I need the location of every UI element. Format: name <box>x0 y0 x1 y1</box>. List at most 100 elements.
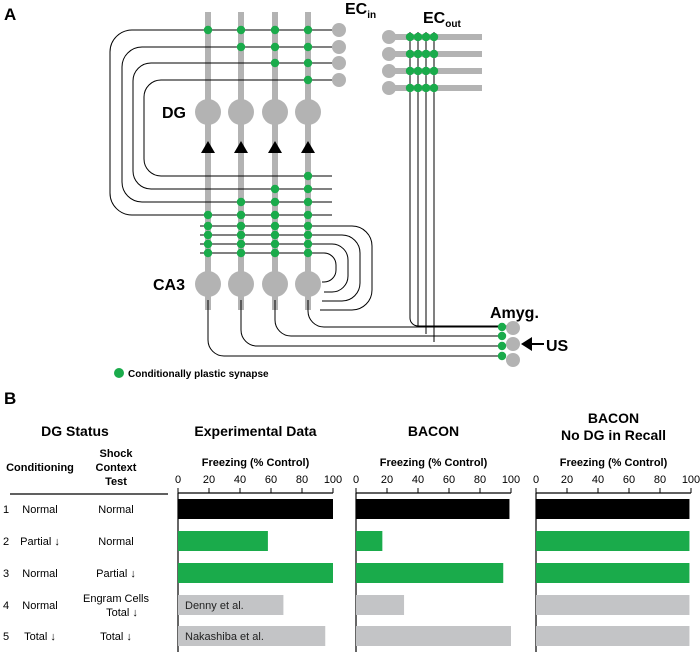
shock-header-line3: Test <box>105 476 127 488</box>
legend-synapse-icon <box>114 368 124 378</box>
row-conditioning: Total ↓ <box>24 631 56 643</box>
synapse-dot <box>270 210 280 220</box>
ec-out-cells <box>382 30 396 95</box>
amygdala-cells <box>506 321 520 367</box>
synapse-dot <box>429 32 439 42</box>
bar <box>356 626 511 646</box>
cell-columns <box>205 12 311 310</box>
row-number: 5 <box>3 631 9 643</box>
synapse-dot <box>405 49 415 59</box>
synapse-dot <box>405 66 415 76</box>
row-conditioning: Normal <box>22 568 57 580</box>
mossy-fiber-synapses <box>201 141 315 153</box>
ca3-cell <box>262 271 288 297</box>
synapse-dot <box>270 197 280 207</box>
ca3-recurrent-loops <box>200 225 373 311</box>
panel-b: B DG Status Conditioning Shock Context T… <box>3 389 700 652</box>
synapse-dot <box>236 221 246 231</box>
tick-label: 80 <box>474 474 486 486</box>
bar <box>536 626 690 646</box>
ca3-cells <box>195 271 321 297</box>
bar <box>356 563 504 583</box>
chart-xlabel: Freezing (% Control) <box>560 457 668 469</box>
ec-out-axons <box>390 34 482 91</box>
bar <box>178 595 284 615</box>
synapse-dot <box>203 221 213 231</box>
tick-label: 80 <box>296 474 308 486</box>
dg-cell <box>262 99 288 125</box>
synapse-dot <box>303 184 313 194</box>
ca3-cell <box>228 271 254 297</box>
ec-in-loops <box>109 29 332 216</box>
dg-cell <box>195 99 221 125</box>
synapse-dot <box>270 25 280 35</box>
row-shock-line2: Total ↓ <box>106 607 138 619</box>
row-shock: Partial ↓ <box>96 568 136 580</box>
dg-cell <box>295 99 321 125</box>
row-conditioning: Normal <box>22 600 57 612</box>
synapse-dot <box>236 248 246 258</box>
row-conditioning: Normal <box>22 504 57 516</box>
tick-label: 0 <box>533 474 539 486</box>
row-shock: Engram Cells <box>83 593 150 605</box>
synapse-dot <box>236 25 246 35</box>
tick-label: 100 <box>682 474 700 486</box>
synapse-dot <box>203 230 213 240</box>
ca3-output-axons <box>207 300 500 357</box>
ec-in-axons <box>200 29 338 81</box>
bar <box>356 595 405 615</box>
row-conditioning: Partial ↓ <box>20 536 60 548</box>
synapse-dot <box>303 58 313 68</box>
synapse-dot <box>303 230 313 240</box>
tick-label: 20 <box>203 474 215 486</box>
ec-out-label: ECout <box>423 10 461 30</box>
ca3-cell <box>195 271 221 297</box>
panel-a: A <box>4 1 569 380</box>
tick-label: 60 <box>623 474 635 486</box>
synapse-dot <box>413 49 423 59</box>
synapse-dot <box>497 322 507 332</box>
us-label: US <box>546 338 569 355</box>
synapse-dot <box>236 239 246 249</box>
dg-cells <box>195 99 321 125</box>
bar <box>536 499 690 519</box>
dg-cell <box>228 99 254 125</box>
synapse-dot <box>497 351 507 361</box>
shock-header-line1: Shock <box>99 448 133 460</box>
dg-status-header: DG Status <box>41 423 109 439</box>
bar <box>178 499 333 519</box>
synapse-dot <box>203 248 213 258</box>
conditioning-header: Conditioning <box>6 462 74 474</box>
amygdala-label: Amyg. <box>490 305 539 322</box>
synapse-dot <box>236 230 246 240</box>
dg-label: DG <box>162 105 186 122</box>
synapse-dot <box>303 42 313 52</box>
bar <box>356 531 383 551</box>
chart-title: Experimental Data <box>194 423 316 439</box>
bar <box>178 563 333 583</box>
row-shock: Normal <box>98 504 133 516</box>
tick-label: 40 <box>592 474 604 486</box>
bar <box>178 626 326 646</box>
ec-in-label: ECin <box>345 1 376 21</box>
chart-title-line2: No DG in Recall <box>561 427 666 443</box>
tick-label: 60 <box>265 474 277 486</box>
bar <box>178 531 268 551</box>
synapse-dot <box>236 42 246 52</box>
synapse-dot <box>303 171 313 181</box>
tick-label: 20 <box>561 474 573 486</box>
synapse-dot <box>270 239 280 249</box>
synapse-dot <box>270 42 280 52</box>
synapse-dot <box>203 210 213 220</box>
us-input <box>521 337 544 351</box>
ca3-label: CA3 <box>153 277 185 294</box>
synapse-dot <box>421 32 431 42</box>
chart-title: BACON <box>588 410 639 426</box>
synapse-dot <box>413 66 423 76</box>
synapse-dot <box>270 248 280 258</box>
bar-label: Nakashiba et al. <box>185 631 264 643</box>
